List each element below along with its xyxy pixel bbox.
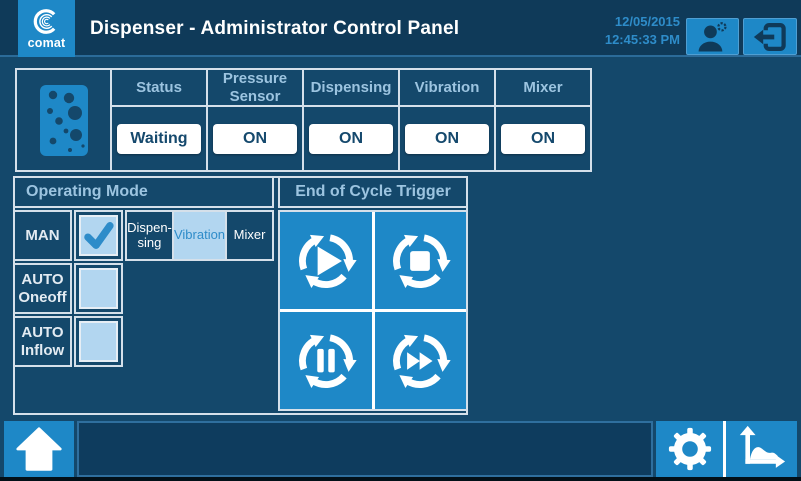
man-mode-label: MAN bbox=[25, 226, 60, 244]
vibration-toggle[interactable]: ON bbox=[405, 123, 489, 154]
cycle-fast-forward-icon bbox=[382, 323, 458, 399]
admin-user-button[interactable] bbox=[686, 18, 739, 55]
mode-button-dispensing-line2: sing bbox=[137, 234, 162, 250]
comat-logo: comat bbox=[18, 0, 75, 57]
dispensing-value-cell: ON bbox=[304, 107, 398, 170]
pressure-sensor-value-cell: ON bbox=[208, 107, 302, 170]
mode-button-dispensing[interactable]: Dispen- sing bbox=[127, 212, 172, 259]
mode-button-mixer[interactable]: Mixer bbox=[227, 212, 273, 259]
auto-inflow-line2: Inflow bbox=[20, 341, 65, 359]
settings-button[interactable] bbox=[656, 421, 723, 477]
cycle-pause-icon bbox=[288, 323, 364, 399]
auto-inflow-checkbox-box bbox=[79, 321, 118, 362]
bottom-edge bbox=[0, 477, 801, 481]
column-header-status: Status bbox=[112, 70, 206, 105]
cycle-start-icon bbox=[288, 223, 364, 299]
column-header-pressure-sensor: Pressure Sensor bbox=[208, 70, 302, 105]
man-mode-checkbox[interactable] bbox=[74, 210, 123, 261]
cycle-pause-button[interactable] bbox=[280, 312, 372, 409]
auto-oneoff-label-cell: AUTO Oneoff bbox=[13, 263, 72, 314]
mode-button-mixer-label: Mixer bbox=[233, 227, 266, 243]
auto-oneoff-checkbox-box bbox=[79, 268, 118, 309]
footer-bar bbox=[0, 421, 801, 477]
end-of-cycle-trigger-grid bbox=[278, 210, 468, 411]
trend-chart-button[interactable] bbox=[726, 421, 797, 477]
man-mode-options: Dispen- sing Vibration Mixer bbox=[125, 210, 274, 261]
settings-gear-icon bbox=[668, 427, 712, 471]
auto-inflow-line1: AUTO bbox=[21, 323, 64, 341]
cycle-stop-icon bbox=[382, 223, 458, 299]
cycle-start-button[interactable] bbox=[280, 212, 372, 309]
status-value-cell: Waiting bbox=[112, 107, 206, 170]
footer-button-divider bbox=[723, 421, 726, 477]
auto-oneoff-line1: AUTO bbox=[21, 270, 64, 288]
home-button[interactable] bbox=[4, 421, 74, 477]
auto-oneoff-line2: Oneoff bbox=[18, 288, 67, 306]
column-header-dispensing: Dispensing bbox=[304, 70, 398, 105]
logout-button[interactable] bbox=[743, 18, 797, 55]
datetime-display: 12/05/2015 12:45:33 PM bbox=[570, 13, 680, 48]
mode-button-vibration-label: Vibration bbox=[173, 227, 226, 243]
auto-oneoff-label: AUTO Oneoff bbox=[18, 271, 66, 307]
lower-panel: Operating Mode End of Cycle Trigger MAN … bbox=[13, 176, 468, 415]
vibration-value-cell: ON bbox=[400, 107, 494, 170]
dispenser-granules-icon bbox=[17, 70, 110, 170]
mixer-value-cell: ON bbox=[496, 107, 590, 170]
column-header-vibration: Vibration bbox=[400, 70, 494, 105]
status-panel: Status Pressure Sensor Dispensing Vibrat… bbox=[15, 68, 592, 172]
dispensing-toggle[interactable]: ON bbox=[309, 123, 393, 154]
admin-user-icon bbox=[693, 20, 733, 54]
mode-button-vibration[interactable]: Vibration bbox=[173, 212, 226, 259]
cycle-fast-forward-button[interactable] bbox=[374, 312, 466, 409]
mode-button-dispensing-line1: Dispen- bbox=[127, 220, 172, 236]
man-checkbox-box bbox=[79, 215, 118, 256]
auto-inflow-checkbox[interactable] bbox=[74, 316, 123, 367]
man-mode-label-cell: MAN bbox=[13, 210, 72, 261]
header: comat Dispenser - Administrator Control … bbox=[0, 0, 801, 57]
comat-swirl-icon bbox=[33, 8, 60, 35]
date-text: 12/05/2015 bbox=[614, 14, 680, 29]
logo-text: comat bbox=[27, 35, 66, 50]
end-of-cycle-title: End of Cycle Trigger bbox=[278, 176, 468, 208]
checkmark-icon bbox=[82, 220, 115, 251]
status-value: Waiting bbox=[117, 123, 201, 154]
auto-inflow-label-cell: AUTO Inflow bbox=[13, 316, 72, 367]
auto-inflow-label: AUTO Inflow bbox=[21, 324, 64, 360]
home-icon bbox=[15, 425, 63, 473]
time-text: 12:45:33 PM bbox=[604, 31, 680, 47]
cycle-stop-button[interactable] bbox=[374, 212, 466, 309]
mixer-toggle[interactable]: ON bbox=[501, 123, 585, 154]
trend-chart-icon bbox=[738, 425, 786, 473]
pressure-sensor-toggle[interactable]: ON bbox=[213, 123, 297, 154]
operating-mode-title: Operating Mode bbox=[13, 176, 274, 208]
message-strip bbox=[77, 421, 653, 477]
auto-oneoff-checkbox[interactable] bbox=[74, 263, 123, 314]
column-header-mixer: Mixer bbox=[496, 70, 590, 105]
logout-icon bbox=[751, 20, 789, 54]
page-title: Dispenser - Administrator Control Panel bbox=[90, 18, 460, 39]
